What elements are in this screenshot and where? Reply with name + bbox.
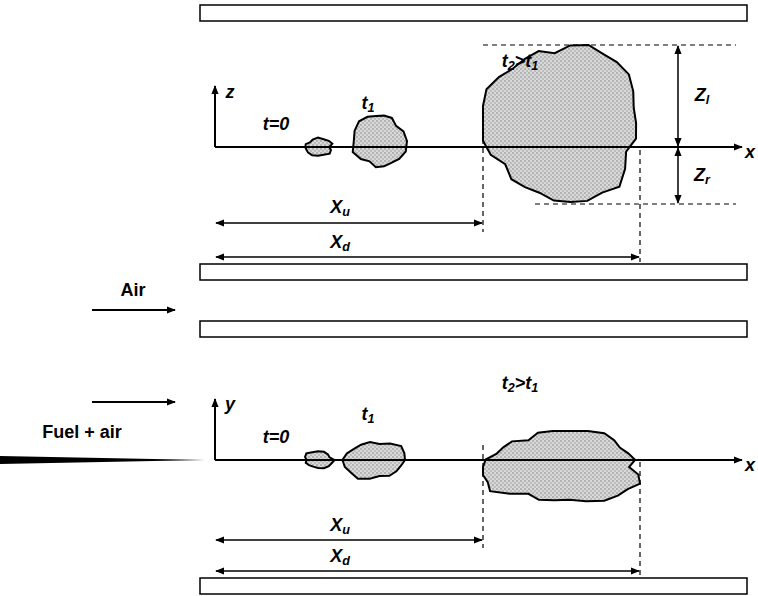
dimension-label: Xd [330,547,350,568]
dimension-label: Xu [330,198,350,219]
time-label: t1 [361,94,374,115]
dimension-label: Zl [695,86,710,107]
axis-label: z [226,83,235,101]
axis-label: y [225,395,235,413]
channel-wall [200,5,747,21]
axis-label: x [745,143,755,161]
axis-label: x [745,456,755,474]
channel-wall [200,264,747,280]
dimension-label: Zr [694,166,710,187]
dimension-arrow [216,46,678,571]
guide-lines [483,45,736,576]
x-axis [215,146,742,148]
time-label: t=0 [263,428,290,446]
flow-arrow [92,309,175,311]
time-label: t=0 [263,115,290,133]
y-axis [214,399,216,460]
time-label: t2>t1 [502,374,539,395]
flow-label: Air [120,281,145,299]
splitter-plate [0,456,205,464]
flow-arrow [92,401,175,403]
time-label: t1 [361,405,374,426]
time-label: t2>t1 [502,52,539,73]
dimension-label: Xu [330,516,350,537]
channel-wall [200,578,747,594]
flame-kernel [483,45,636,202]
flame-kernel [483,431,640,501]
flame-kernel [353,116,407,168]
z-axis [214,86,216,147]
flow-label: Fuel + air [42,423,122,441]
x-axis [215,459,742,461]
dimension-label: Xd [330,233,350,254]
channel-wall [200,321,747,337]
